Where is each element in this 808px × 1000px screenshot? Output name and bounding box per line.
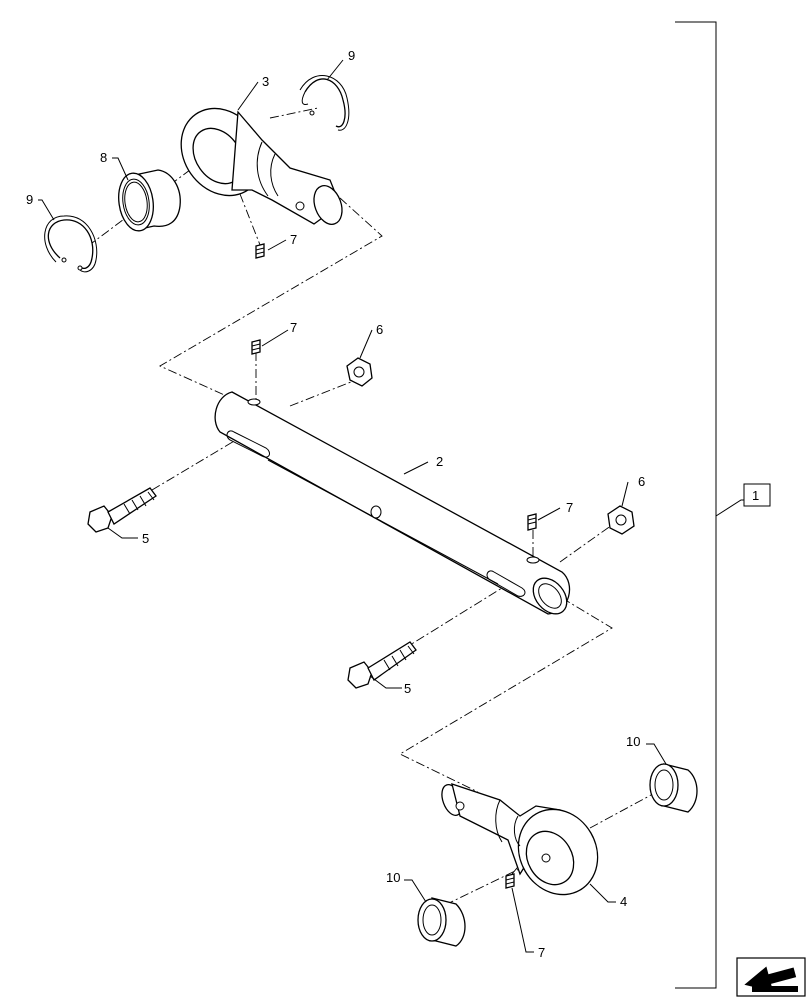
grease-fitting-b — [251, 339, 261, 355]
leader-lines — [38, 59, 667, 953]
callout-1[interactable]: 1 — [752, 488, 759, 503]
bolt-a — [87, 487, 157, 533]
tube — [214, 391, 571, 615]
callout-7b[interactable]: 7 — [290, 320, 297, 335]
retaining-ring-top — [299, 75, 350, 131]
bushing — [118, 169, 181, 232]
callout-6b[interactable]: 6 — [638, 474, 645, 489]
rod-end-bottom — [441, 783, 599, 896]
callout-10b[interactable]: 10 — [386, 870, 400, 885]
callout-7a[interactable]: 7 — [290, 232, 297, 247]
callout-10a[interactable]: 10 — [626, 734, 640, 749]
grease-fitting-c — [527, 513, 537, 531]
spacer-bottom — [417, 897, 466, 947]
callout-5a[interactable]: 5 — [142, 531, 149, 546]
callout-3[interactable]: 3 — [262, 74, 269, 89]
callouts: 1 2 3 4 5 5 6 6 7 7 7 7 8 9 9 10 10 — [26, 48, 759, 960]
callout-5b[interactable]: 5 — [404, 681, 411, 696]
callout-9a[interactable]: 9 — [348, 48, 355, 63]
retaining-ring-left — [44, 215, 98, 273]
hex-nut-b — [607, 505, 635, 535]
grease-fitting-a — [255, 243, 265, 259]
bolt-b — [347, 641, 417, 689]
callout-7c[interactable]: 7 — [566, 500, 573, 515]
callout-6a[interactable]: 6 — [376, 322, 383, 337]
callout-7d[interactable]: 7 — [538, 945, 545, 960]
callout-4[interactable]: 4 — [620, 894, 627, 909]
assembly-bracket — [675, 21, 771, 989]
callout-9b[interactable]: 9 — [26, 192, 33, 207]
back-arrow-icon[interactable] — [736, 957, 806, 998]
callout-2[interactable]: 2 — [436, 454, 443, 469]
grease-fitting-d — [505, 873, 515, 889]
hex-nut-a — [346, 357, 373, 387]
callout-8[interactable]: 8 — [100, 150, 107, 165]
rod-end-top — [180, 107, 343, 225]
spacer-top — [649, 763, 698, 813]
